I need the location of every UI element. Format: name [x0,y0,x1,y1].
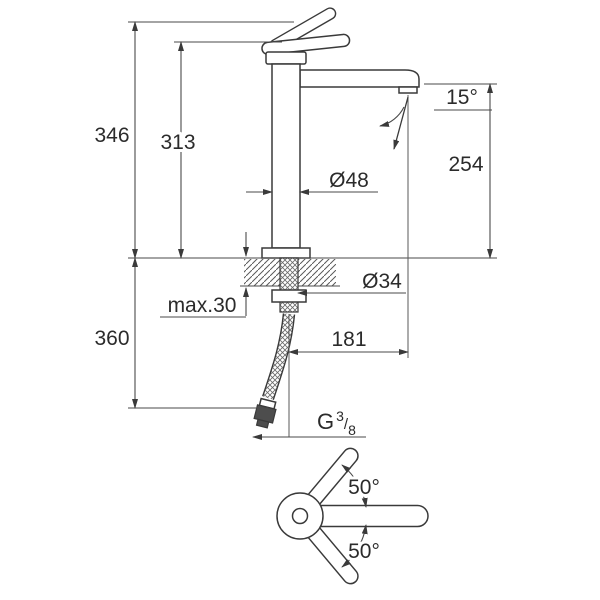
faucet-top-view: 50° 50° [276,447,429,585]
water-flow-arrow [393,96,409,150]
body-height-label: 313 [160,131,195,154]
aerator [398,86,418,94]
angle-arc-arrow [379,106,405,127]
counter-section-right [298,259,336,286]
faucet-body [271,63,301,249]
max-deck-thickness-label: max.30 [168,294,237,317]
total-height-label: 346 [94,124,129,147]
handle-angle-down-label: 50° [348,540,380,563]
counter-section-left [244,259,280,286]
handle-angle-up-label: 50° [348,476,380,499]
swing-arc-down [341,524,368,568]
threaded-shank [279,257,299,313]
dimensions: 346 313 360 254 15° Ø48 Ø34 max.30 181 G… [91,21,497,441]
mounting-nut [271,289,307,303]
hose-end-fitting [253,397,277,429]
outlet-height-label: 254 [448,153,483,176]
faucet-side-view [128,7,497,437]
swing-arc-up [341,464,368,508]
flexible-hose [262,313,296,400]
spout-arm [299,69,420,88]
shank-diameter-label: Ø34 [362,270,402,293]
base-flange [261,247,311,259]
lever-handle [261,33,351,56]
body-diameter-label: Ø48 [329,169,369,192]
hose-length-label: 360 [94,327,129,350]
spray-angle-label: 15° [446,86,478,109]
body-top-view-center [291,507,309,525]
cartridge-collar [265,51,307,65]
spout-reach-label: 181 [331,328,366,351]
